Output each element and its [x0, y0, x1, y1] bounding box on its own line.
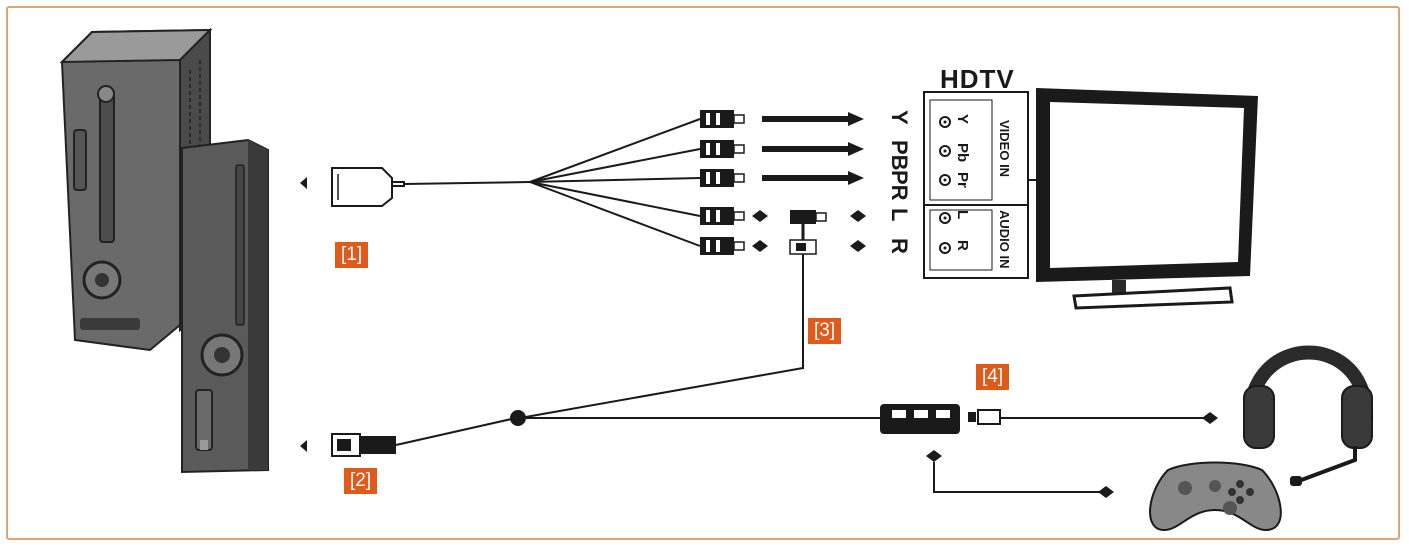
cable-label-l: L [887, 208, 912, 222]
cable-label-r: R [887, 238, 912, 254]
diagram-frame [6, 6, 1400, 540]
port-r: R [954, 240, 971, 251]
controller [1149, 461, 1282, 532]
xbox-360-slim-console [181, 138, 269, 474]
rca-plugs [700, 110, 745, 255]
port-pr: Pr [954, 172, 971, 188]
cable-label-pb: PB [887, 140, 912, 171]
tv-input-panel [923, 91, 1029, 279]
hdtv [1028, 88, 1258, 310]
av-cable [300, 118, 701, 247]
tv-title: HDTV [940, 64, 1015, 94]
chat-adapter [880, 404, 1218, 498]
badge-3: [3] [808, 318, 842, 344]
video-in-label: VIDEO IN [997, 120, 1012, 178]
port-l: L [954, 210, 971, 220]
badge-4: [4] [976, 364, 1010, 390]
audio-in-label: AUDIO IN [997, 210, 1012, 269]
headset [1242, 345, 1374, 486]
cable-label-y: Y [887, 110, 912, 125]
badge-1: [1] [335, 242, 369, 268]
video-arrows [762, 112, 864, 185]
audio-passthrough [519, 210, 866, 419]
badge-2: [2] [344, 468, 378, 494]
port-y: Y [954, 114, 971, 125]
port-pb: Pb [954, 143, 971, 163]
cable-label-pr: PR [887, 170, 912, 201]
usb-cable [300, 410, 880, 457]
